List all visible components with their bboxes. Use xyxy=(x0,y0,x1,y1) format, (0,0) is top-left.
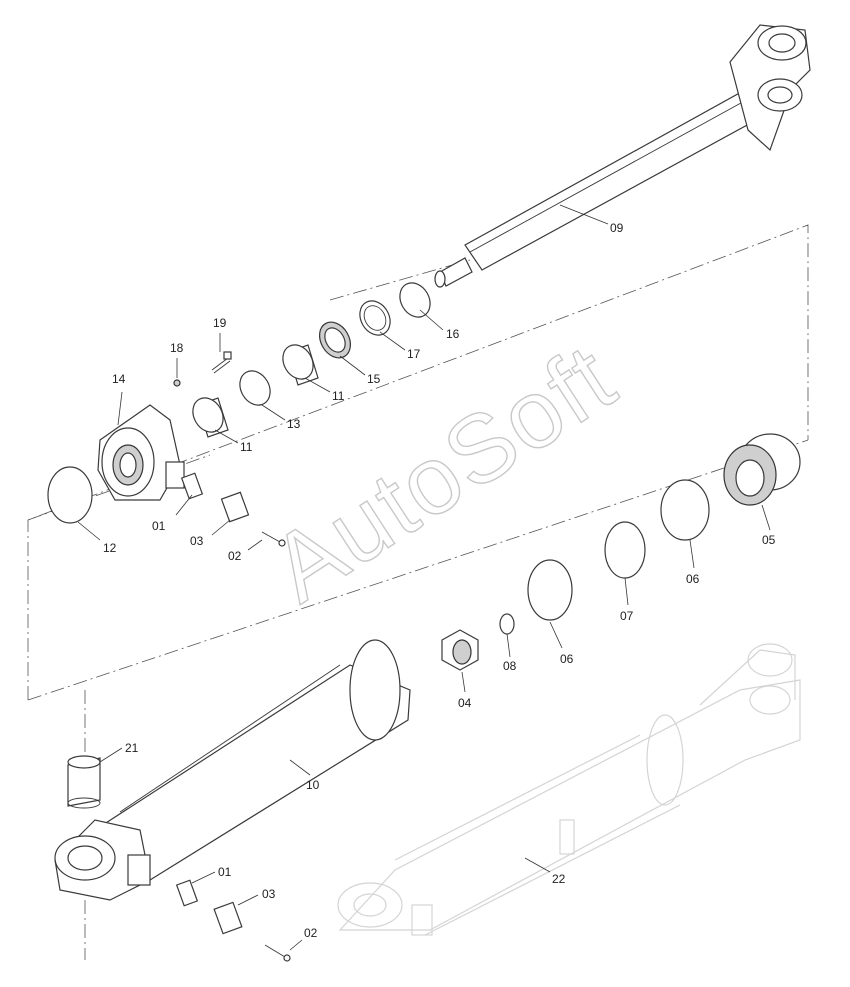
bolt-02-lower xyxy=(264,944,291,962)
plate-01-upper xyxy=(180,472,204,500)
ring-12 xyxy=(47,466,93,524)
callout-11-upper: 11 xyxy=(332,389,345,403)
callout-18: 18 xyxy=(170,341,184,355)
plate-03-upper xyxy=(220,491,250,523)
callout-02-upper: 02 xyxy=(228,549,242,563)
o-ring-16 xyxy=(399,282,431,318)
callout-22: 22 xyxy=(552,872,566,886)
gland-head-14 xyxy=(97,404,185,501)
callout-06-upper: 06 xyxy=(686,572,700,586)
callout-03-upper: 03 xyxy=(190,534,204,548)
callout-12: 12 xyxy=(103,541,117,555)
bolt-02-upper xyxy=(261,531,286,547)
o-ring-08 xyxy=(499,613,515,635)
bushing-11-lower xyxy=(192,397,229,438)
leader-lines xyxy=(77,204,771,951)
callout-09: 09 xyxy=(610,221,624,235)
callout-08: 08 xyxy=(503,659,517,673)
callout-19: 19 xyxy=(213,316,227,330)
callout-15: 15 xyxy=(367,372,381,386)
callout-13: 13 xyxy=(287,417,301,431)
plate-01-lower xyxy=(175,879,199,907)
nut-04 xyxy=(441,629,479,671)
ball-18 xyxy=(173,379,181,387)
callout-03-lower: 03 xyxy=(262,887,276,901)
callout-11-lower: 11 xyxy=(240,440,253,454)
ring-17 xyxy=(359,300,391,336)
callout-14: 14 xyxy=(112,372,126,386)
callout-17: 17 xyxy=(407,347,421,361)
plate-03-lower xyxy=(213,901,243,935)
assembled-cylinder-ghost xyxy=(337,643,801,936)
piston-05 xyxy=(723,433,801,506)
callout-01-lower: 01 xyxy=(218,865,232,879)
callout-01-upper: 01 xyxy=(152,519,166,533)
callout-10: 10 xyxy=(306,778,320,792)
callout-02-lower: 02 xyxy=(304,926,318,940)
ring-13 xyxy=(239,370,271,406)
bushing-21 xyxy=(67,755,101,809)
seal-15 xyxy=(318,321,352,359)
callout-16: 16 xyxy=(446,327,460,341)
ring-06-lower xyxy=(527,559,573,621)
callout-07: 07 xyxy=(620,609,634,623)
piston-rod xyxy=(434,24,811,288)
callout-06-lower: 06 xyxy=(560,652,574,666)
callout-05: 05 xyxy=(762,533,776,547)
callout-04: 04 xyxy=(458,696,472,710)
ring-07 xyxy=(604,521,646,579)
callout-labels: 09 16 17 15 11 13 11 14 18 19 12 01 03 0… xyxy=(103,221,776,940)
callout-21: 21 xyxy=(125,741,139,755)
screw-19 xyxy=(211,351,232,374)
ring-06-upper xyxy=(660,479,710,541)
bushing-11-upper xyxy=(282,344,319,386)
cylinder-barrel xyxy=(54,639,411,901)
